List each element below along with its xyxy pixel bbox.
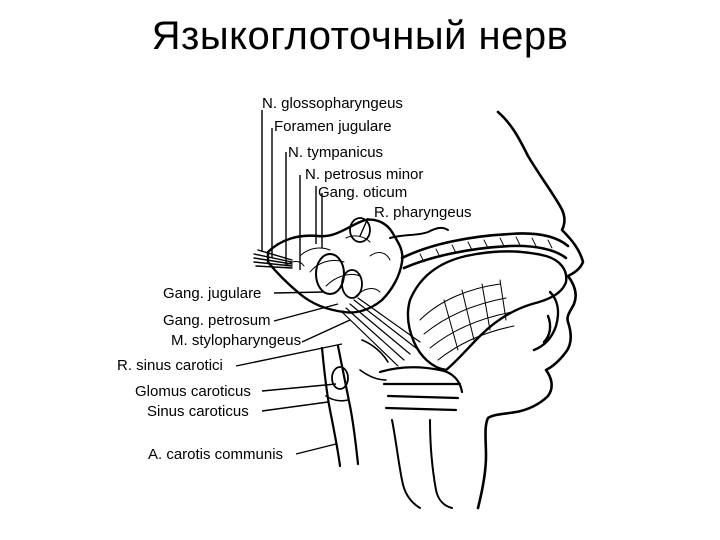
label-r-sinus-carotici: R. sinus carotici bbox=[117, 357, 223, 374]
labels: N. glossopharyngeus Foramen jugulare N. … bbox=[117, 95, 472, 463]
slide-title: Языкоглоточный нерв bbox=[151, 14, 569, 58]
leader-lines bbox=[235, 110, 369, 455]
mandible bbox=[532, 290, 560, 352]
tongue bbox=[406, 250, 568, 372]
stylopharyngeus-muscle bbox=[341, 297, 421, 367]
ganglion-petrosum-shape bbox=[341, 269, 363, 299]
hard-palate bbox=[400, 232, 570, 270]
r-pharyngeus-branch bbox=[389, 226, 449, 239]
label-r-pharyngeus: R. pharyngeus bbox=[374, 204, 472, 221]
petrous-bone-texture bbox=[285, 235, 391, 297]
larynx bbox=[391, 419, 453, 509]
label-gang-petrosum: Gang. petrosum bbox=[163, 312, 271, 329]
tongue-muscle-fibers bbox=[419, 279, 515, 361]
label-m-stylopharyngeus: M. stylopharyngeus bbox=[171, 332, 301, 349]
pharynx-wall bbox=[378, 366, 464, 412]
glomus-shape bbox=[331, 366, 349, 390]
palate-hatching bbox=[419, 236, 553, 263]
ganglion-jugulare-shape bbox=[315, 253, 345, 295]
otic-ganglion-shape bbox=[349, 217, 371, 243]
label-n-glossopharyngeus: N. glossopharyngeus bbox=[262, 95, 403, 112]
label-n-tympanicus: N. tympanicus bbox=[288, 144, 383, 161]
anatomy-drawing bbox=[253, 110, 585, 510]
skull-base bbox=[266, 218, 404, 314]
label-gang-oticum: Gang. oticum bbox=[318, 184, 407, 201]
face-profile bbox=[476, 110, 585, 510]
hyoid-region bbox=[359, 339, 389, 381]
carotid-artery bbox=[320, 344, 360, 468]
label-a-carotis-communis: A. carotis communis bbox=[148, 446, 283, 463]
carotid-sinus-shape bbox=[325, 395, 349, 402]
label-foramen-jugulare: Foramen jugulare bbox=[274, 118, 392, 135]
nerve-rootlets bbox=[253, 249, 293, 269]
label-n-petrosus-minor: N. petrosus minor bbox=[305, 166, 423, 183]
label-sinus-caroticus: Sinus caroticus bbox=[147, 403, 249, 420]
label-gang-jugulare: Gang. jugulare bbox=[163, 285, 261, 302]
label-glomus-caroticus: Glomus caroticus bbox=[135, 383, 251, 400]
